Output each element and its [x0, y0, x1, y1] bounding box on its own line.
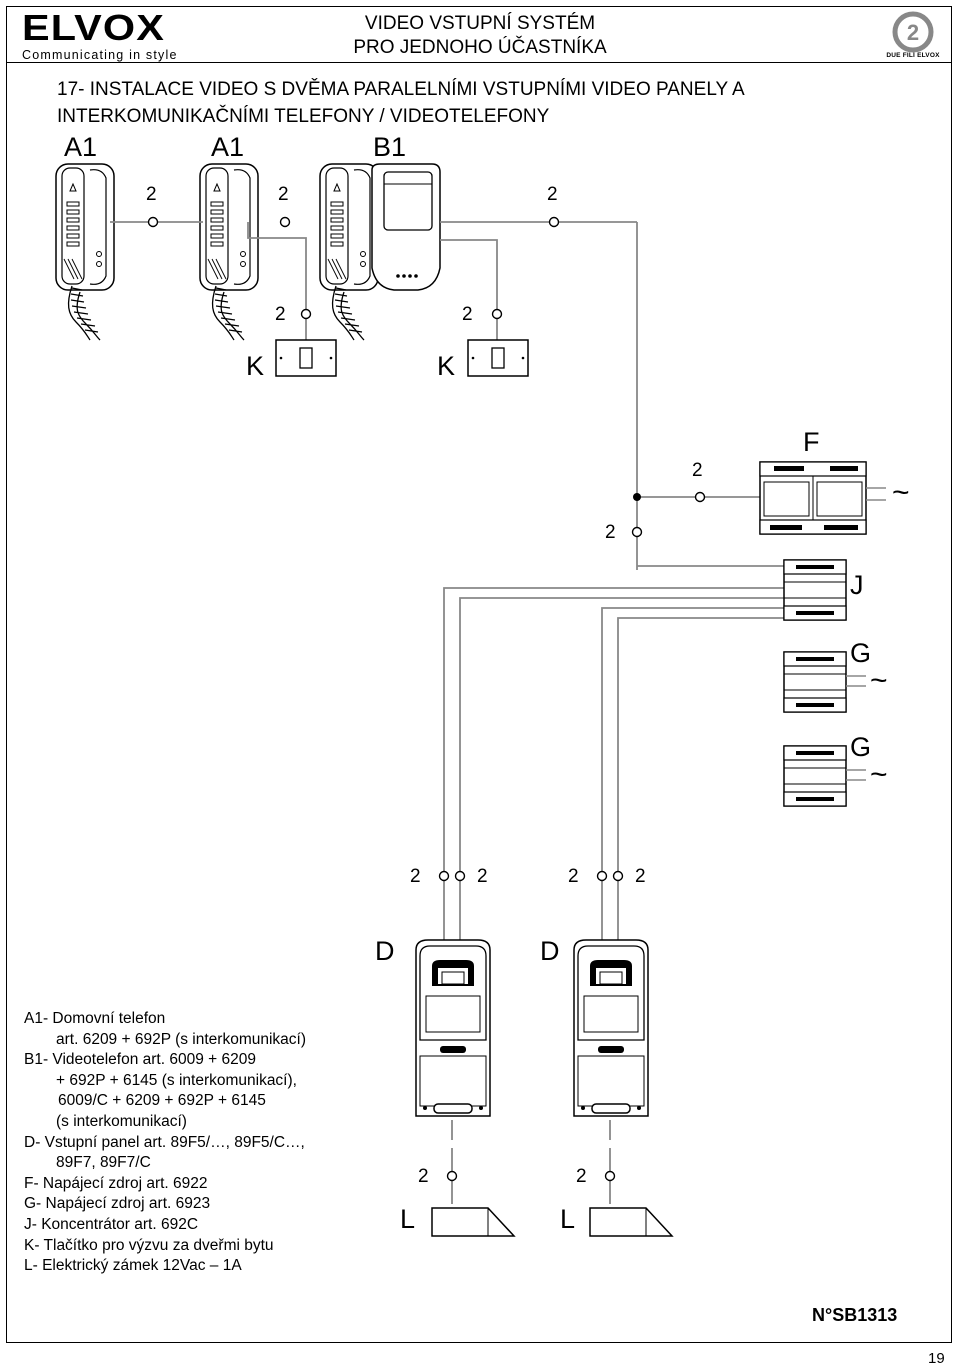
wire-label: 2 — [635, 866, 646, 887]
label-b1: B1 — [373, 132, 406, 162]
legend-item: art. 6209 + 692P (s interkomunikací) — [56, 1030, 306, 1048]
label-a1-second: A1 — [211, 132, 244, 162]
due-fili-logo: 2 DUE FILI ELVOX — [882, 10, 944, 60]
k-call-button-left — [275, 339, 337, 377]
wire-label: 2 — [576, 1166, 587, 1187]
label-j: J — [850, 570, 864, 600]
logo-tagline: Communicating in style — [22, 48, 178, 62]
wire-label: 2 — [278, 184, 289, 205]
label-d-left: D — [375, 936, 395, 966]
header-title-line2: PRO JEDNOHO ÚČASTNÍKA — [353, 37, 607, 58]
due-fili-mark-icon: 2 — [892, 11, 934, 53]
elvox-logo: ELVOX Communicating in style — [22, 10, 182, 63]
f-mains-wires — [866, 487, 886, 501]
wire-label: 2 — [477, 866, 488, 887]
legend-item: 6009/C + 6209 + 692P + 6145 — [58, 1092, 266, 1110]
wire-label: 2 — [462, 304, 473, 325]
wire-label: 2 — [605, 522, 616, 543]
mains-symbol-g-second: ~ — [870, 758, 888, 791]
mains-symbol-g-first: ~ — [870, 664, 888, 697]
wire-label: 2 — [275, 304, 286, 325]
page-frame — [6, 6, 952, 1343]
wire-label: 2 — [146, 184, 157, 205]
legend-item: L- Elektrický zámek 12Vac – 1A — [24, 1257, 242, 1275]
l-electric-lock-right — [589, 1207, 674, 1237]
label-l-left: L — [400, 1204, 415, 1234]
d-entrance-panel-left — [415, 939, 491, 1117]
label-k-left: K — [246, 351, 264, 381]
label-g-first: G — [850, 638, 871, 668]
label-k-right: K — [437, 351, 455, 381]
logo-wordmark: ELVOX — [22, 7, 166, 48]
d-entrance-panel-right — [573, 939, 649, 1117]
svg-text:2: 2 — [907, 20, 919, 45]
b1-handset — [319, 163, 379, 341]
label-a1-first: A1 — [64, 132, 97, 162]
g-mains-wires — [846, 675, 866, 781]
page-number: 19 — [928, 1350, 945, 1367]
header-title-line1: VIDEO VSTUPNÍ SYSTÉM — [364, 13, 596, 34]
label-d-right: D — [540, 936, 560, 966]
mains-symbol-f: ~ — [892, 476, 910, 509]
junction-dot — [633, 493, 641, 501]
legend-item: A1- Domovní telefon — [24, 1010, 166, 1027]
legend-item: J- Koncentrátor art. 692C — [24, 1215, 199, 1233]
g-power-supply-second — [783, 745, 847, 807]
label-l-right: L — [560, 1204, 575, 1234]
document-code: N°SB1313 — [812, 1305, 898, 1325]
header-title: VIDEO VSTUPNÍ SYSTÉM PRO JEDNOHO ÚČASTNÍ… — [300, 12, 660, 60]
wire-label: 2 — [547, 184, 558, 205]
legend-item: K- Tlačítko pro výzvu za dveřmi bytu — [24, 1236, 274, 1254]
l-electric-lock-left — [431, 1207, 516, 1237]
legend-item: F- Napájecí zdroj art. 6922 — [24, 1174, 208, 1192]
g-power-supply-first — [783, 651, 847, 713]
section-title-line1: 17- INSTALACE VIDEO S DVĚMA PARALELNÍMI … — [57, 79, 745, 100]
a1-handset-second — [199, 163, 259, 341]
legend-item: G- Napájecí zdroj art. 6923 — [24, 1195, 211, 1213]
wire-label: 2 — [692, 460, 703, 481]
label-f: F — [803, 427, 820, 457]
legend-item: D- Vstupní panel art. 89F5/…, 89F5/C…, — [24, 1133, 305, 1151]
a1-handset-first — [55, 163, 115, 341]
f-power-supply — [759, 461, 867, 535]
label-g-second: G — [850, 732, 871, 762]
legend-item: B1- Videotelefon art. 6009 + 6209 — [24, 1051, 256, 1069]
due-fili-text: DUE FILI ELVOX — [886, 52, 940, 59]
legend-item: + 692P + 6145 (s interkomunikací), — [56, 1071, 297, 1089]
legend: A1- Domovní telefon art. 6209 + 692P (s … — [24, 1009, 306, 1277]
section-title: 17- INSTALACE VIDEO S DVĚMA PARALELNÍMI … — [57, 76, 745, 130]
legend-item: (s interkomunikací) — [56, 1112, 187, 1130]
bus-wires — [110, 221, 784, 1204]
j-concentrator — [783, 559, 847, 621]
section-title-line2: INTERKOMUNIKAČNÍMI TELEFONY / VIDEOTELEF… — [57, 106, 550, 127]
wire-label: 2 — [410, 866, 421, 887]
k-call-button-right — [467, 339, 529, 377]
wire-label: 2 — [418, 1166, 429, 1187]
b1-video-monitor — [371, 163, 441, 291]
header-divider — [6, 62, 952, 63]
wire-label: 2 — [568, 866, 579, 887]
legend-item: 89F7, 89F7/C — [56, 1154, 151, 1172]
